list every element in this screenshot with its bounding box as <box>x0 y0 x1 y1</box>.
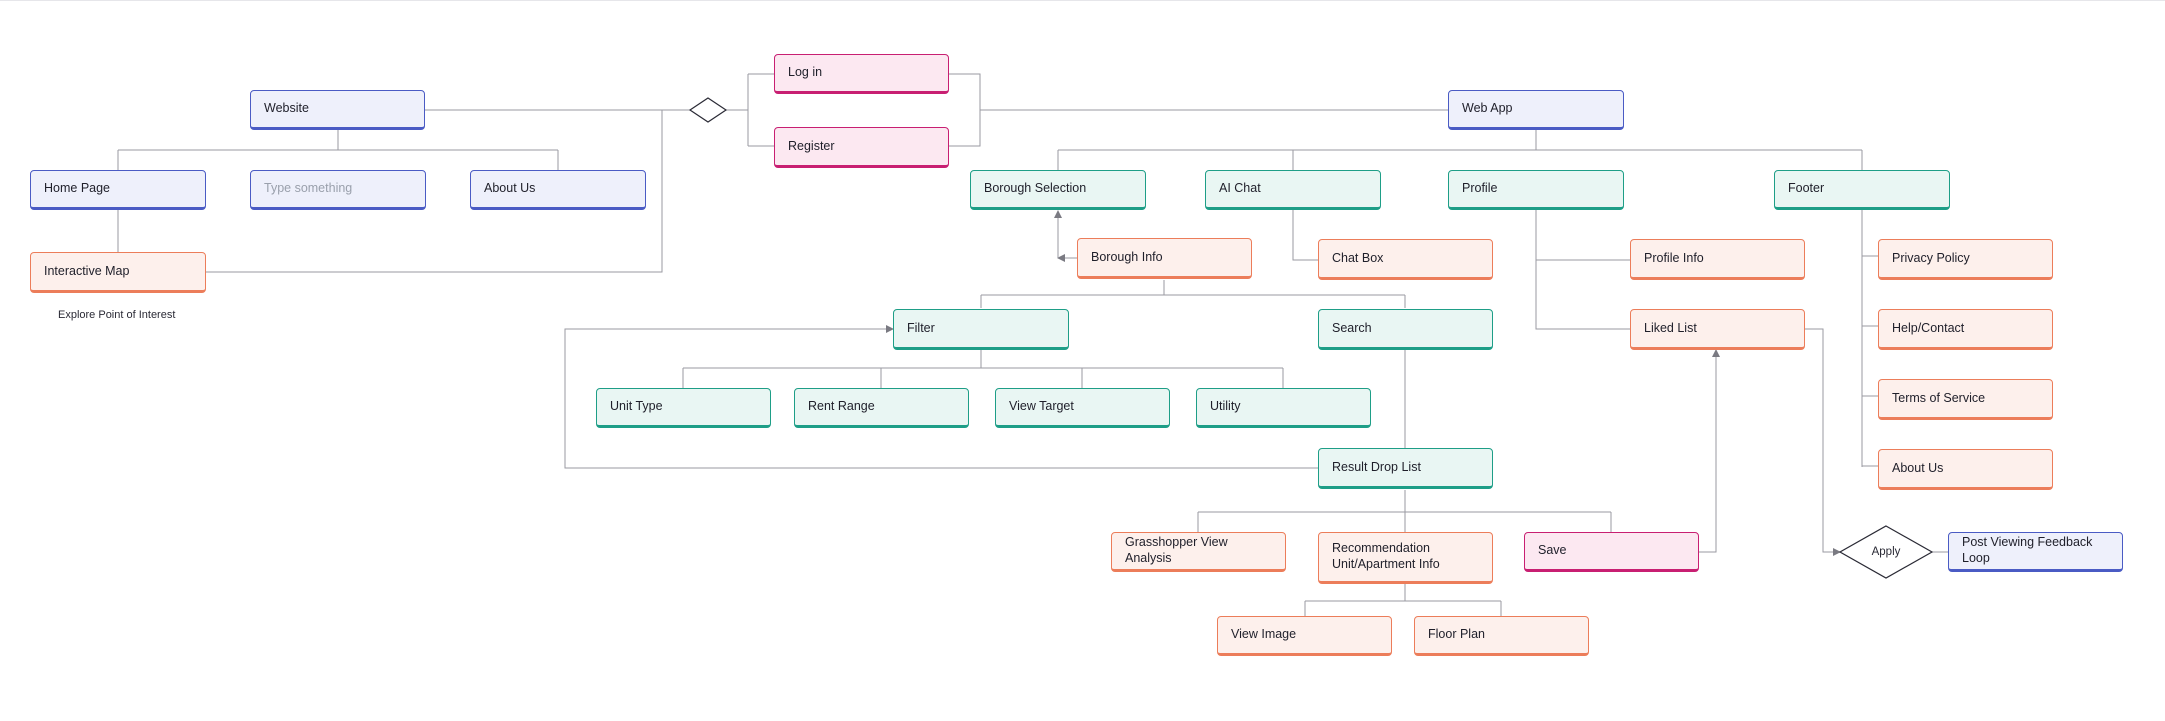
top-border <box>0 0 2165 1</box>
borough-selection-node[interactable]: Borough Selection <box>970 170 1146 210</box>
web-app-label: Web App <box>1462 101 1513 116</box>
privacy-policy-label: Privacy Policy <box>1892 250 1970 265</box>
terms-of-service-label: Terms of Service <box>1892 390 1986 405</box>
connector-website-children <box>117 130 559 170</box>
website-label: Website <box>264 101 309 116</box>
utility-label: Utility <box>1210 399 1241 414</box>
chat-box-label: Chat Box <box>1332 250 1384 265</box>
save-label: Save <box>1538 543 1567 558</box>
liked-list-node[interactable]: Liked List <box>1630 309 1805 350</box>
connector-results-loop <box>564 325 1318 469</box>
view-image-node[interactable]: View Image <box>1217 616 1392 656</box>
privacy-policy-node[interactable]: Privacy Policy <box>1878 239 2053 280</box>
liked-list-label: Liked List <box>1644 320 1697 335</box>
profile-node[interactable]: Profile <box>1448 170 1624 210</box>
recommendation-node[interactable]: Recommendation Unit/Apartment Info <box>1318 532 1493 584</box>
utility-node[interactable]: Utility <box>1196 388 1371 428</box>
post-viewing-node[interactable]: Post Viewing Feedback Loop <box>1948 532 2123 572</box>
connector-results-children <box>1197 490 1612 532</box>
floor-plan-node[interactable]: Floor Plan <box>1414 616 1589 656</box>
register-label: Register <box>788 138 835 153</box>
home-page-node[interactable]: Home Page <box>30 170 206 210</box>
rent-range-node[interactable]: Rent Range <box>794 388 969 428</box>
connector-webapp-children <box>1057 130 1863 170</box>
connector-borough-info-children <box>980 280 1406 308</box>
web-app-node[interactable]: Web App <box>1448 90 1624 130</box>
register-node[interactable]: Register <box>774 127 949 168</box>
ai-chat-label: AI Chat <box>1219 181 1261 196</box>
help-contact-label: Help/Contact <box>1892 320 1965 335</box>
connector-filter-children <box>682 350 1284 388</box>
unit-type-label: Unit Type <box>610 399 663 414</box>
save-node[interactable]: Save <box>1524 532 1699 572</box>
about-us-site-node[interactable]: About Us <box>470 170 646 210</box>
result-drop-list-node[interactable]: Result Drop List <box>1318 448 1493 489</box>
apply-diamond <box>1838 525 1934 579</box>
type-something-label: Type something <box>264 181 353 196</box>
search-label: Search <box>1332 320 1372 335</box>
footer-label: Footer <box>1788 181 1825 196</box>
borough-info-label: Borough Info <box>1091 249 1163 264</box>
profile-info-node[interactable]: Profile Info <box>1630 239 1805 280</box>
floor-plan-label: Floor Plan <box>1428 627 1485 642</box>
profile-label: Profile <box>1462 181 1498 196</box>
borough-info-node[interactable]: Borough Info <box>1077 238 1252 279</box>
ai-chat-node[interactable]: AI Chat <box>1205 170 1381 210</box>
about-us-footer-label: About Us <box>1892 460 1944 475</box>
website-node[interactable]: Website <box>250 90 425 130</box>
connector-auth-to-webapp <box>949 73 1448 147</box>
grasshopper-node[interactable]: Grasshopper View Analysis <box>1111 532 1286 572</box>
search-node[interactable]: Search <box>1318 309 1493 350</box>
connector-footer-children <box>1861 210 1878 467</box>
connector-save-to-liked <box>1698 349 1720 553</box>
result-drop-list-label: Result Drop List <box>1332 459 1421 474</box>
recommendation-label: Recommendation Unit/Apartment Info <box>1332 541 1440 571</box>
view-image-label: View Image <box>1231 627 1297 642</box>
connector-liked-to-apply <box>1804 328 1841 556</box>
profile-info-label: Profile Info <box>1644 250 1704 265</box>
connector-recommendation-children <box>1304 584 1502 616</box>
about-us-footer-node[interactable]: About Us <box>1878 449 2053 490</box>
filter-label: Filter <box>907 320 935 335</box>
connector-aichat-to-chatbox <box>1292 210 1318 261</box>
interactive-map-label: Interactive Map <box>44 263 130 278</box>
connector-diamond-to-auth <box>726 73 774 147</box>
about-us-site-label: About Us <box>484 181 536 196</box>
interactive-map-node[interactable]: Interactive Map <box>30 252 206 293</box>
explore-caption: Explore Point of Interest <box>58 309 176 321</box>
footer-node[interactable]: Footer <box>1774 170 1950 210</box>
view-target-node[interactable]: View Target <box>995 388 1170 428</box>
chat-box-node[interactable]: Chat Box <box>1318 239 1493 280</box>
auth-diamond <box>688 97 728 123</box>
grasshopper-label: Grasshopper View Analysis <box>1125 535 1228 565</box>
filter-node[interactable]: Filter <box>893 309 1069 350</box>
rent-range-label: Rent Range <box>808 399 875 414</box>
connector-profile-children <box>1535 210 1630 330</box>
terms-of-service-node[interactable]: Terms of Service <box>1878 379 2053 420</box>
borough-selection-label: Borough Selection <box>984 181 1087 196</box>
type-something-node[interactable]: Type something <box>250 170 426 210</box>
post-viewing-label: Post Viewing Feedback Loop <box>1962 535 2093 565</box>
unit-type-node[interactable]: Unit Type <box>596 388 771 428</box>
home-page-label: Home Page <box>44 181 111 196</box>
apply-label: Apply <box>1871 546 1901 558</box>
log-in-label: Log in <box>788 65 823 80</box>
view-target-label: View Target <box>1009 399 1074 414</box>
help-contact-node[interactable]: Help/Contact <box>1878 309 2053 350</box>
log-in-node[interactable]: Log in <box>774 54 949 94</box>
